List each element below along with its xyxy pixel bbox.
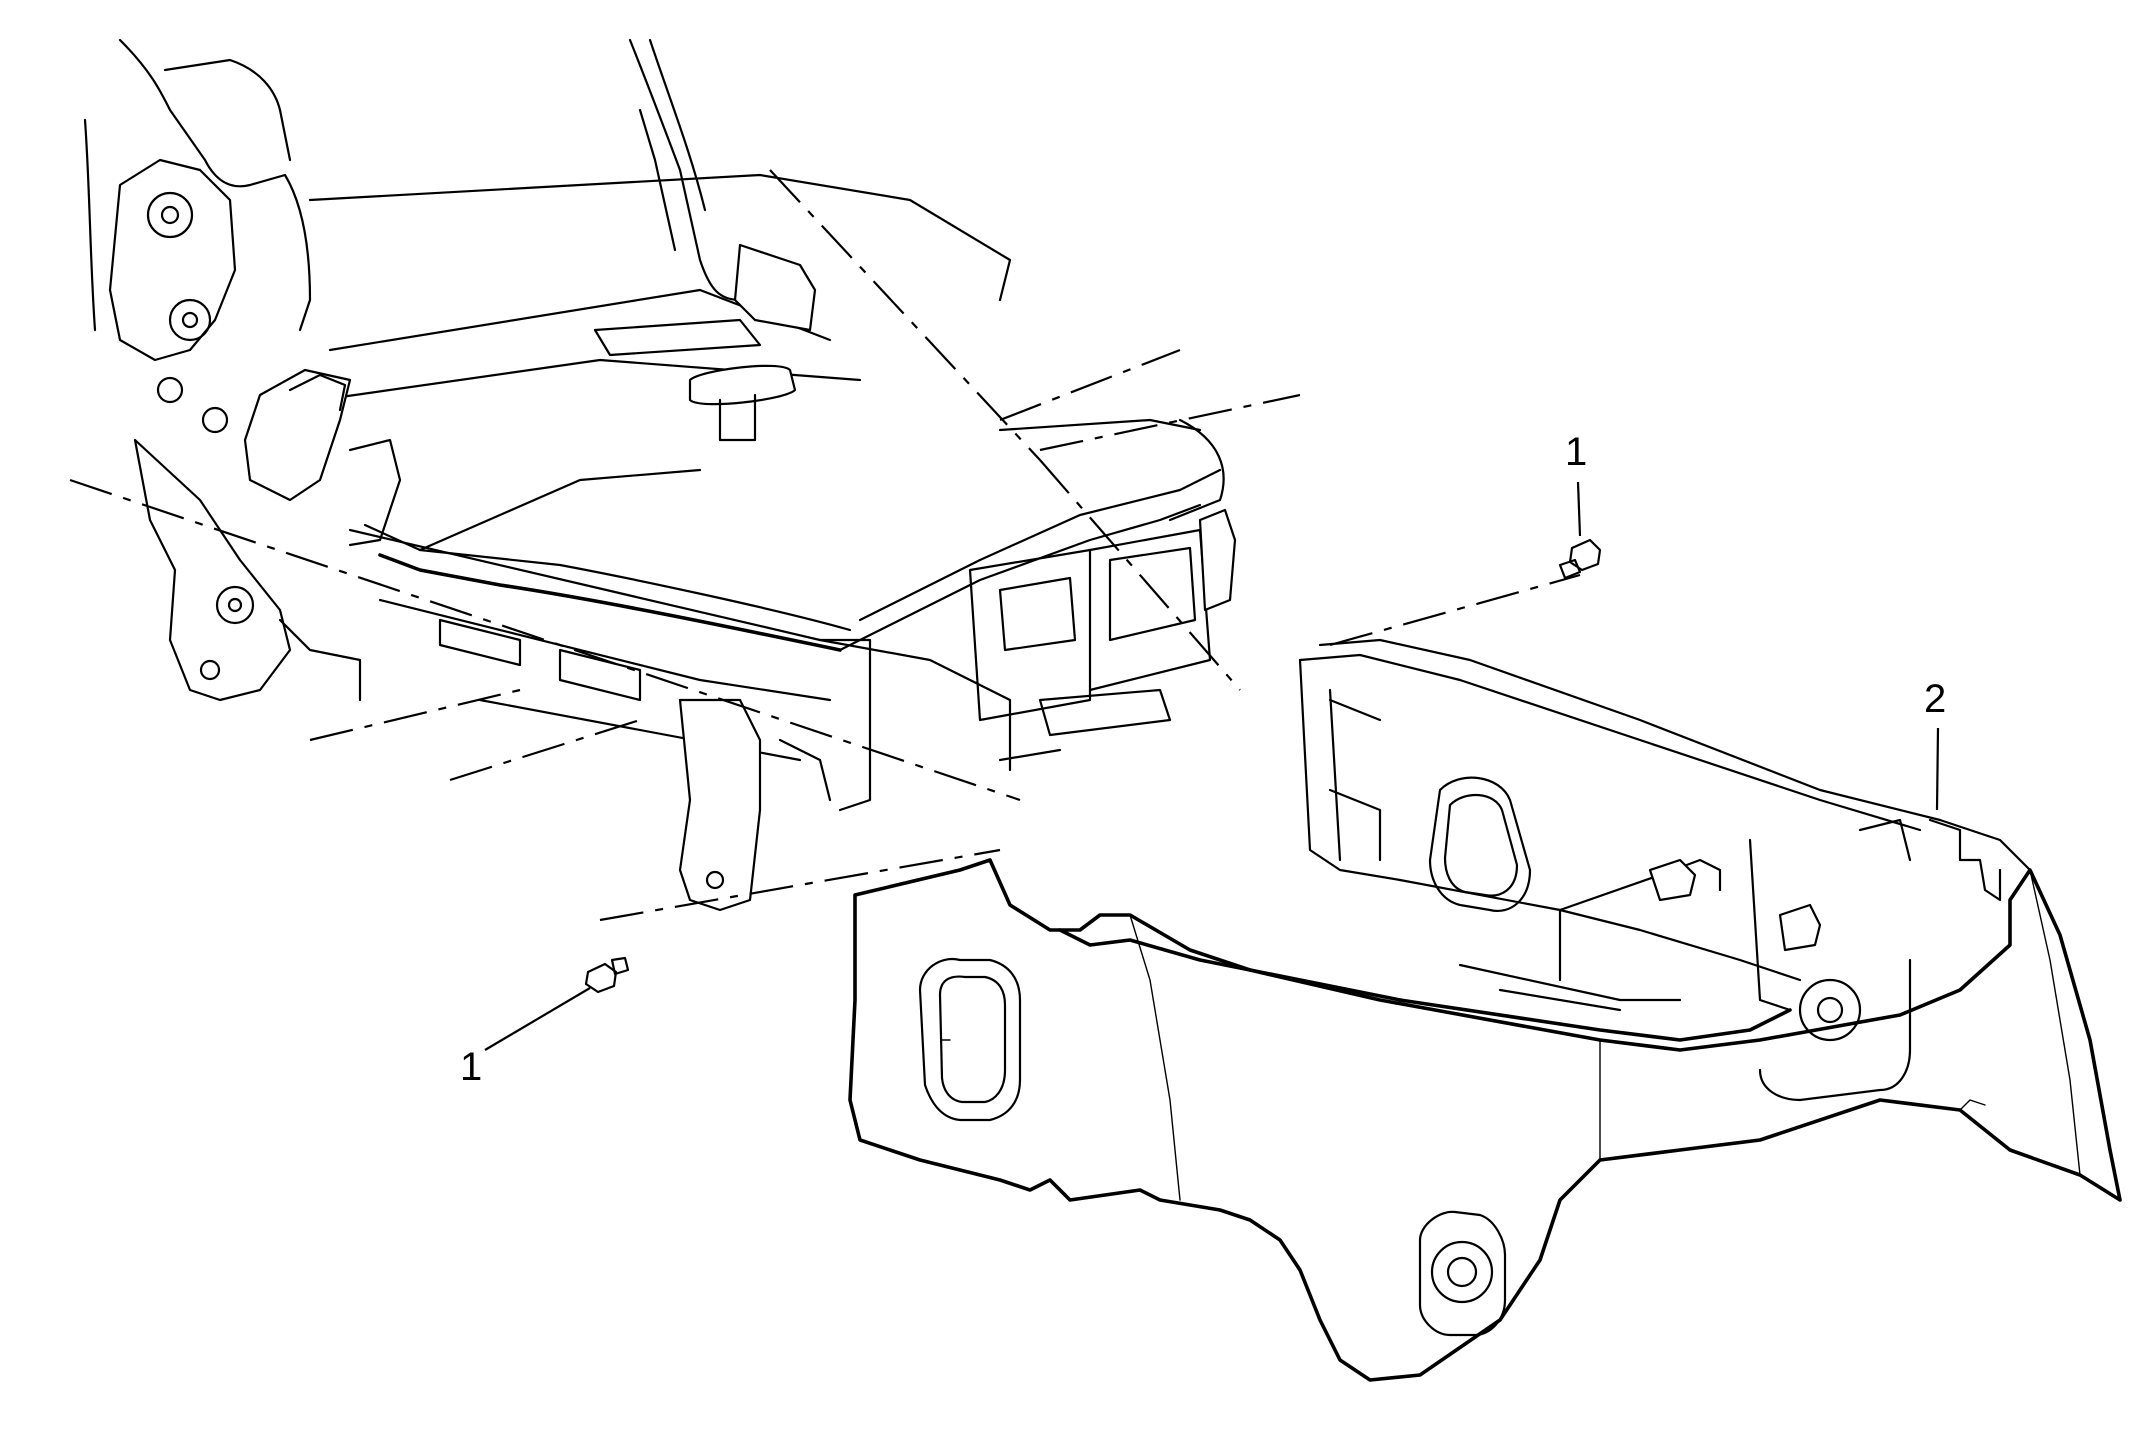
callout-label: 1	[1565, 430, 1587, 474]
callout-label: 1	[460, 1045, 482, 1089]
fastener-top	[1558, 538, 1602, 580]
callout-fastener-bottom: 1	[460, 987, 591, 1089]
callout-console-panel: 2	[1924, 677, 1946, 811]
callout-fastener-top: 1	[1565, 430, 1587, 537]
callout-label: 2	[1924, 677, 1946, 721]
rear-console-panel	[848, 638, 2122, 1382]
alignment-guide-lines	[69, 169, 1581, 922]
seat-frame-assembly	[83, 38, 1237, 912]
fastener-bottom	[584, 956, 630, 994]
